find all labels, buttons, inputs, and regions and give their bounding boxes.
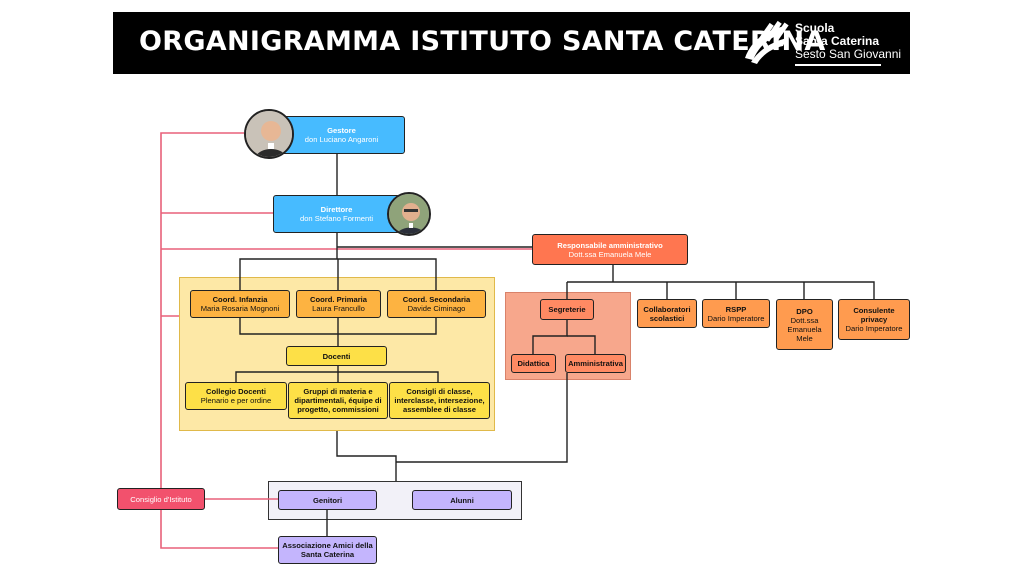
rspp-title: RSPP (725, 304, 747, 314)
node-gestore: Gestore don Luciano Angaroni (278, 116, 405, 154)
node-consigli-classe: Consigli di classe, interclasse, interse… (389, 382, 490, 419)
consiglio-istituto-title: Consiglio d'Istituto (130, 494, 192, 504)
collegio-name: Plenario e per ordine (200, 396, 272, 405)
rspp-name: Dario Imperatore (707, 313, 765, 323)
node-docenti: Docenti (286, 346, 387, 366)
coord-infanzia-title: Coord. Infanzia (212, 295, 268, 304)
gestore-photo (244, 109, 294, 159)
node-consiglio-istituto: Consiglio d'Istituto (117, 488, 205, 510)
responsabile-name: Dott.ssa Emanuela Mele (568, 249, 652, 259)
node-rspp: RSPP Dario Imperatore (702, 299, 770, 328)
consulente-name: Dario Imperatore (845, 324, 903, 333)
dpo-title: DPO (796, 306, 813, 316)
red-connectors (160, 132, 532, 549)
collaboratori-title: Collaboratori scolastici (643, 304, 691, 323)
genitori-title: Genitori (312, 495, 343, 505)
coord-primaria-name: Laura Francullo (312, 304, 365, 313)
responsabile-title: Responsabile amministrativo (557, 240, 663, 250)
black-connectors (235, 154, 875, 536)
dpo-name: Dott.ssa Emanuela Mele (787, 315, 822, 343)
school-logo: Scuola Santa Caterina Sesto San Giovanni (741, 20, 901, 66)
logo-underline (795, 64, 881, 66)
node-collegio-docenti: Collegio Docenti Plenario e per ordine (185, 382, 287, 410)
collegio-title: Collegio Docenti (206, 387, 266, 396)
node-associazione: Associazione Amici della Santa Caterina (278, 536, 377, 564)
node-consulente-privacy: Consulente privacy Dario Imperatore (838, 299, 910, 340)
node-coord-infanzia: Coord. Infanzia Maria Rosaria Mognoni (190, 290, 290, 318)
node-segreterie: Segreterie (540, 299, 594, 320)
coord-infanzia-name: Maria Rosaria Mognoni (200, 304, 280, 313)
logo-line-1: Scuola (795, 21, 835, 35)
school-logo-icon (745, 20, 789, 64)
associazione-title: Associazione Amici della Santa Caterina (282, 541, 373, 559)
page-title: ORGANIGRAMMA ISTITUTO SANTA CATERINA (139, 26, 826, 57)
coord-primaria-title: Coord. Primaria (310, 295, 367, 304)
direttore-photo (387, 192, 431, 236)
node-direttore: Direttore don Stefano Formenti (273, 195, 400, 233)
logo-line-3: Sesto San Giovanni (795, 47, 902, 61)
node-coord-primaria: Coord. Primaria Laura Francullo (296, 290, 381, 318)
node-amministrativa: Amministrativa (565, 354, 626, 373)
didattica-title: Didattica (517, 359, 550, 368)
coord-secondaria-name: Davide Ciminago (407, 304, 466, 313)
direttore-name: don Stefano Formenti (299, 214, 374, 223)
direttore-title: Direttore (320, 205, 353, 214)
node-dpo: DPO Dott.ssa Emanuela Mele (776, 299, 833, 350)
node-collaboratori: Collaboratori scolastici (637, 299, 697, 328)
node-coord-secondaria: Coord. Secondaria Davide Ciminago (387, 290, 486, 318)
node-didattica: Didattica (511, 354, 556, 373)
docenti-title: Docenti (322, 351, 351, 361)
gruppi-title: Gruppi di materia e dipartimentali, équi… (294, 387, 382, 414)
segreterie-title: Segreterie (548, 305, 586, 314)
gestore-name: don Luciano Angaroni (304, 135, 379, 144)
gestore-title: Gestore (327, 126, 356, 135)
amministrativa-title: Amministrativa (568, 359, 623, 368)
consigli-classe-title: Consigli di classe, interclasse, interse… (394, 387, 485, 414)
coord-secondaria-title: Coord. Secondaria (402, 295, 471, 304)
node-genitori: Genitori (278, 490, 377, 510)
node-alunni: Alunni (412, 490, 512, 510)
header-bar: ORGANIGRAMMA ISTITUTO SANTA CATERINA Scu… (113, 12, 910, 74)
alunni-title: Alunni (450, 495, 474, 505)
node-responsabile-amministrativo: Responsabile amministrativo Dott.ssa Ema… (532, 234, 688, 265)
logo-line-2: Santa Caterina (795, 34, 880, 48)
consulente-title: Consulente privacy (853, 306, 895, 324)
node-gruppi-materia: Gruppi di materia e dipartimentali, équi… (288, 382, 388, 419)
